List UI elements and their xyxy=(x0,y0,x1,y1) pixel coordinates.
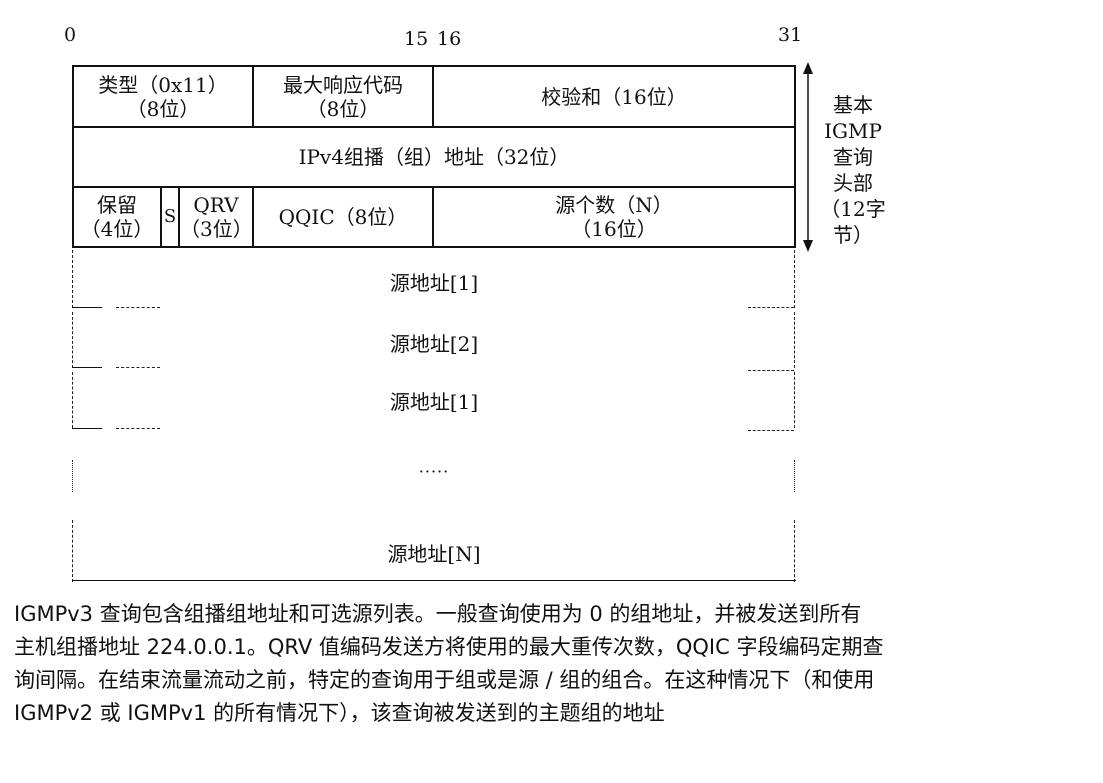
source-address-3: 源地址[1] xyxy=(389,390,479,414)
max-response-code-name: 最大响应代码 xyxy=(283,72,403,97)
number-of-sources-field: 源个数（N） （16位） xyxy=(434,188,794,246)
type-field: 类型（0x11） （8位） xyxy=(74,67,252,126)
qrv-field: QRV （3位） xyxy=(180,188,253,246)
number-of-sources-size: （16位） xyxy=(571,217,657,241)
source-address-1: 源地址[1] xyxy=(389,271,479,295)
qrv-name: QRV xyxy=(193,193,239,217)
side-label: 基本 IGMP 查询 头部 （12字节） xyxy=(808,92,898,248)
max-response-code-field: 最大响应代码 （8位） xyxy=(254,67,432,126)
max-response-code-size: （8位） xyxy=(306,96,380,121)
type-field-name: 类型（0x11） xyxy=(98,72,228,97)
reserved-name: 保留 xyxy=(97,193,137,217)
side-label-line-2: IGMP xyxy=(824,119,882,143)
qqic-field: QQIC（8位） xyxy=(254,188,432,246)
side-label-line-4: 头部 xyxy=(833,171,873,195)
caption-line-1: IGMPv3 查询包含组播组地址和可选源列表。一般查询使用为 0 的组地址，并被… xyxy=(14,602,862,626)
group-address-label: IPv4组播（组）地址（32位） xyxy=(298,145,570,169)
caption-line-4: IGMPv2 或 IGMPv1 的所有情况下），该查询被发送到的主题组的地址 xyxy=(14,701,665,725)
reserved-size: （4位） xyxy=(80,217,154,241)
bit-16-label: 16 xyxy=(437,28,462,50)
source-address-2: 源地址[2] xyxy=(389,332,479,356)
bit-31-label: 31 xyxy=(778,24,803,46)
qqic-label: QQIC（8位） xyxy=(278,205,408,229)
source-ellipsis: ····· xyxy=(418,462,450,481)
type-field-size: （8位） xyxy=(126,96,200,121)
number-of-sources-name: 源个数（N） xyxy=(555,193,673,217)
s-flag-field: S xyxy=(162,188,178,246)
side-label-line-1: 基本 xyxy=(833,93,873,117)
checksum-label: 校验和（16位） xyxy=(541,84,687,109)
source-address-n: 源地址[N] xyxy=(387,542,481,566)
header-size-arrow xyxy=(803,62,813,252)
bit-0-label: 0 xyxy=(64,24,77,46)
s-flag-label: S xyxy=(163,206,177,227)
qrv-size: （3位） xyxy=(180,217,253,241)
caption-paragraph: IGMPv3 查询包含组播组地址和可选源列表。一般查询使用为 0 的组地址，并被… xyxy=(14,598,1094,730)
side-label-line-5: （12字节） xyxy=(820,197,886,247)
caption-line-2: 主机组播地址 224.0.0.1。QRV 值编码发送方将使用的最大重传次数，QQ… xyxy=(14,635,884,659)
caption-line-3: 询间隔。在结束流量流动之前，特定的查询用于组或是源 / 组的组合。在这种情况下（… xyxy=(14,668,875,692)
reserved-field: 保留 （4位） xyxy=(74,188,160,246)
side-label-line-3: 查询 xyxy=(833,145,873,169)
bit-15-label: 15 xyxy=(404,28,429,50)
group-address-field: IPv4组播（组）地址（32位） xyxy=(74,128,794,186)
checksum-field: 校验和（16位） xyxy=(434,67,794,126)
